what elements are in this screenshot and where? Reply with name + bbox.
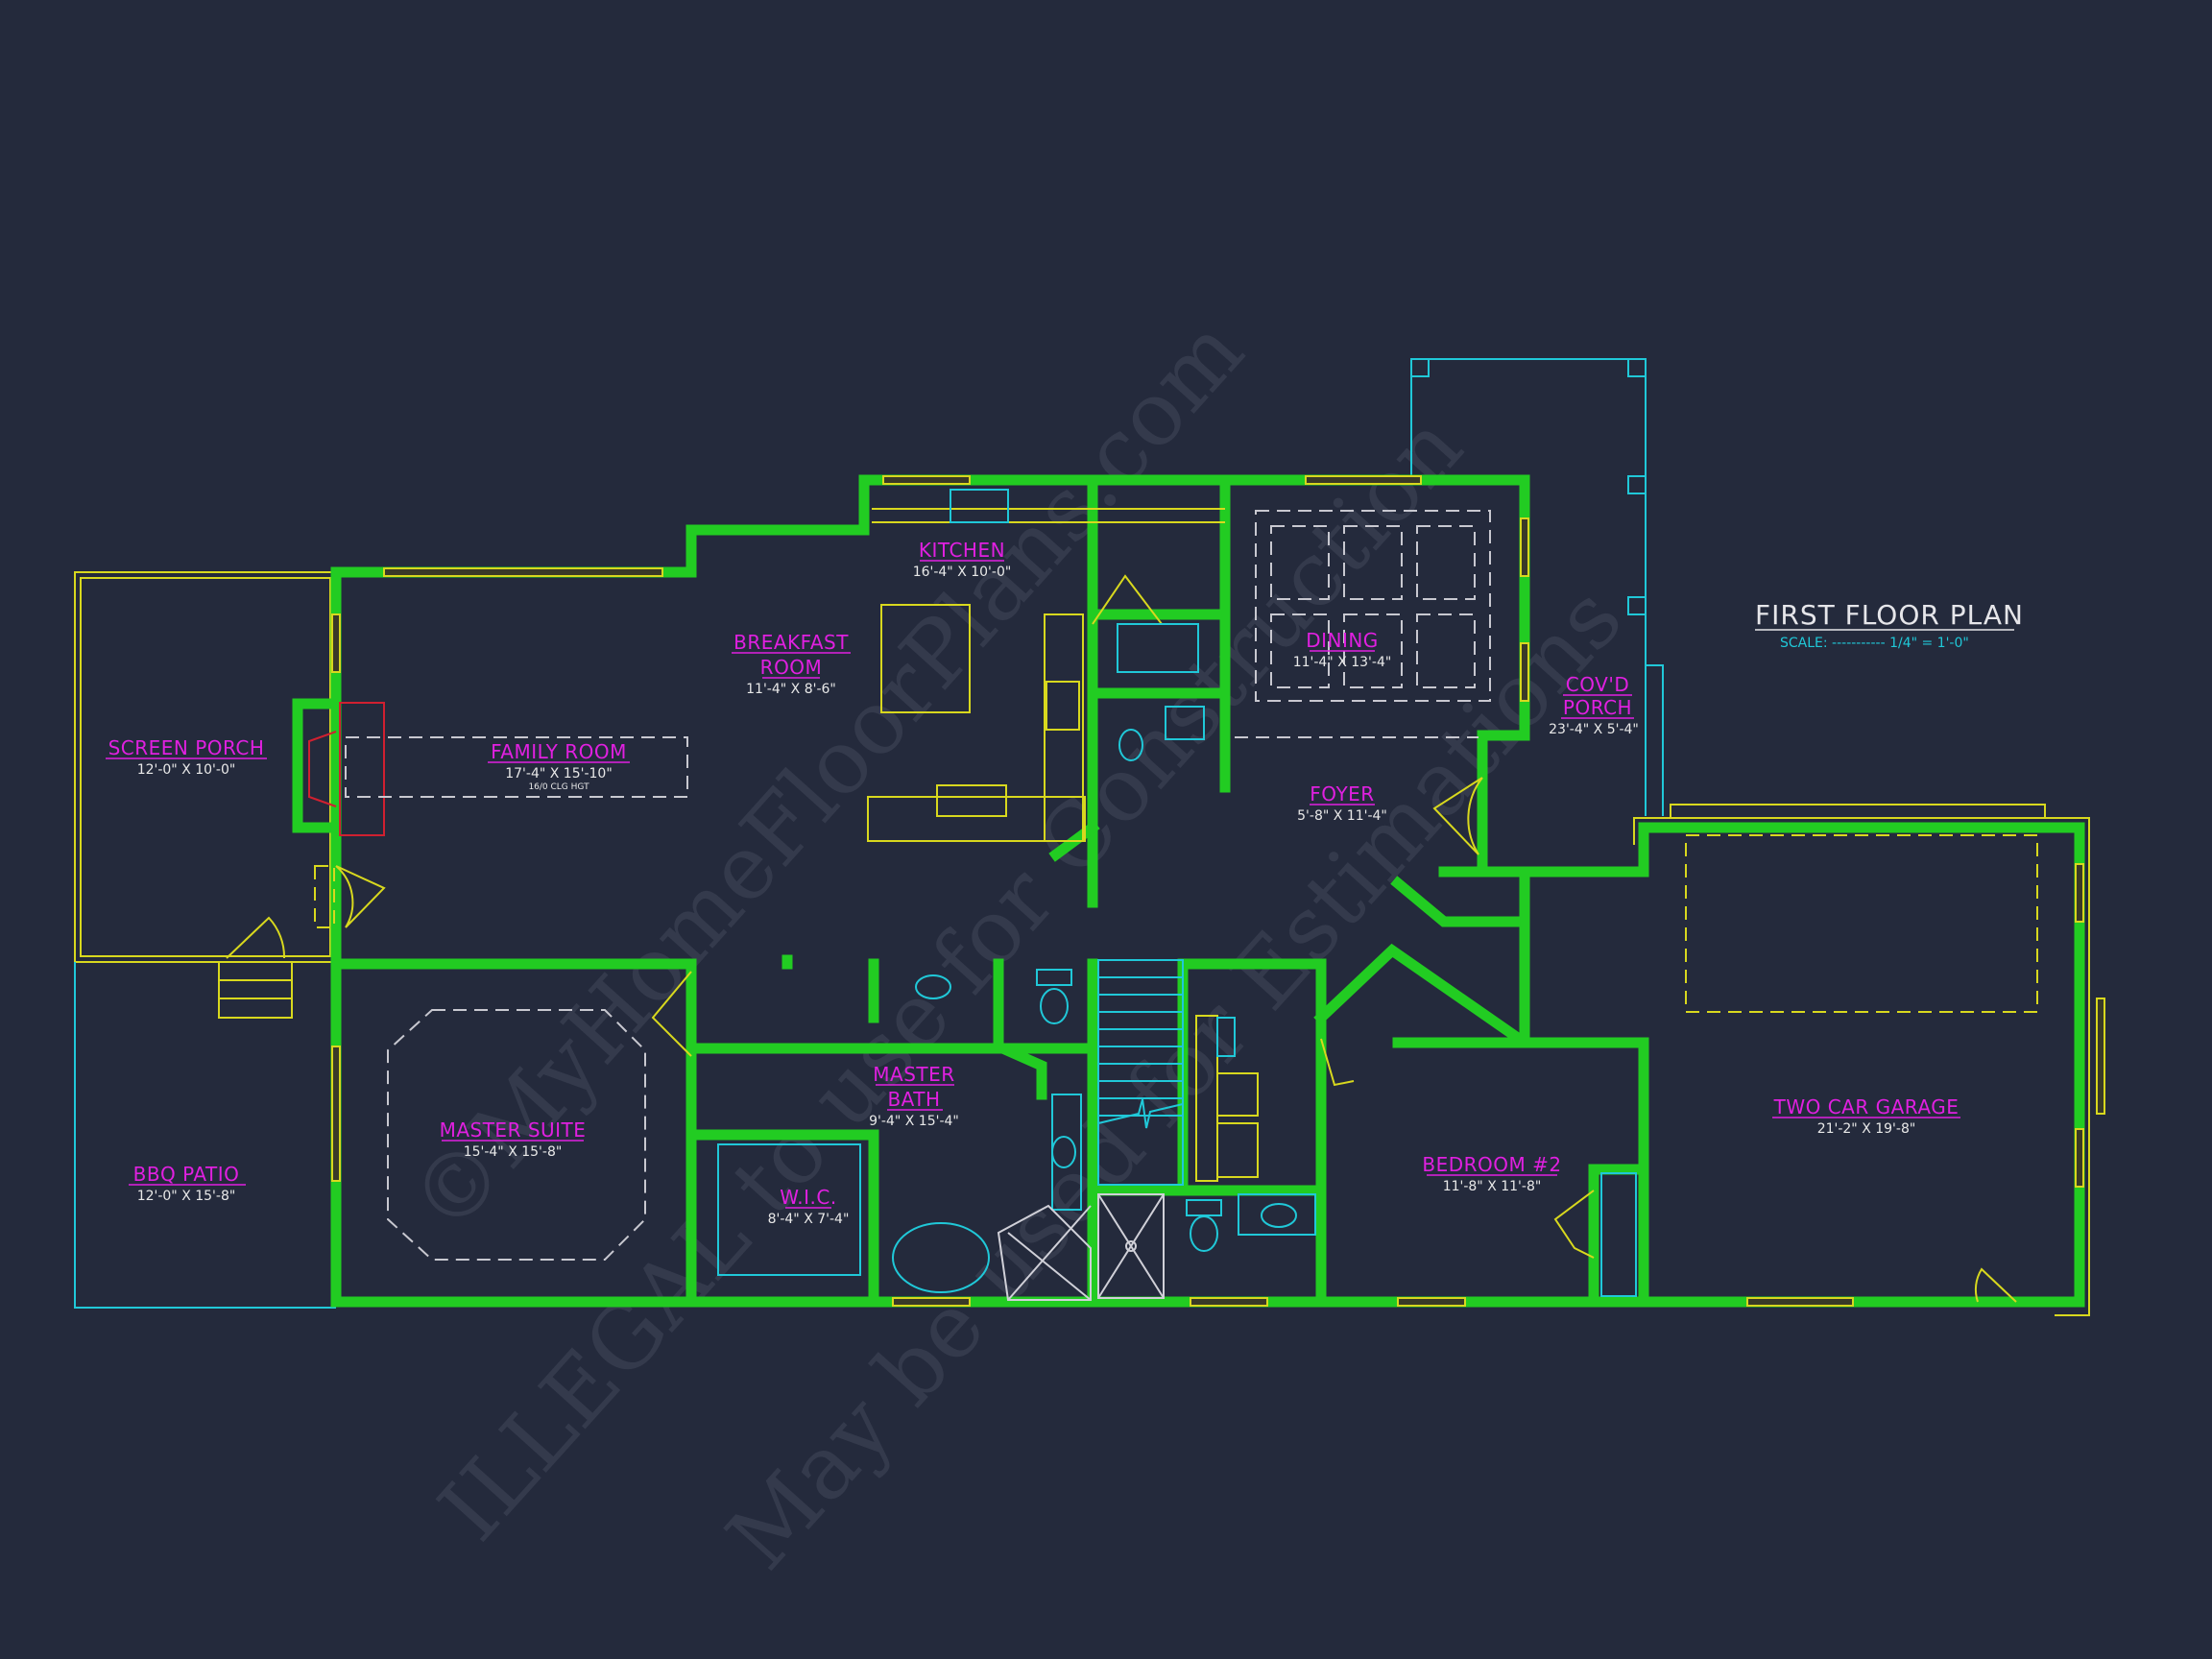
svg-text:ROOM: ROOM (760, 656, 823, 679)
svg-text:TWO CAR GARAGE: TWO CAR GARAGE (1773, 1095, 1960, 1118)
hall-bath-fixtures (1186, 1193, 1316, 1252)
room-label-screen-porch: SCREEN PORCH 12'-0" X 10'-0" (106, 736, 267, 778)
room-label-foyer: FOYER 5'-8" X 11'-4" (1297, 782, 1387, 824)
garage-fixtures (1633, 804, 2090, 1316)
kitchen-fixtures (867, 489, 1225, 842)
svg-text:16'-4" X 10'-0": 16'-4" X 10'-0" (913, 565, 1012, 580)
svg-text:MASTER: MASTER (873, 1063, 954, 1086)
svg-text:23'-4" X 5'-4": 23'-4" X 5'-4" (1549, 722, 1639, 737)
svg-text:12'-0" X 15'-8": 12'-0" X 15'-8" (137, 1189, 236, 1204)
master-tray-ceiling (387, 1009, 646, 1261)
room-label-garage: TWO CAR GARAGE 21'-2" X 19'-8" (1772, 1095, 1960, 1137)
svg-text:17'-4" X 15'-10": 17'-4" X 15'-10" (505, 766, 613, 781)
svg-text:21'-2" X 19'-8": 21'-2" X 19'-8" (1817, 1121, 1916, 1137)
plan-scale: SCALE: ----------- 1/4" = 1'-0" (1780, 636, 1969, 651)
screen-porch-outline (74, 571, 337, 1019)
windows (331, 475, 2105, 1307)
room-label-kitchen: KITCHEN 16'-4" X 10'-0" (913, 539, 1012, 580)
svg-text:BREAKFAST: BREAKFAST (733, 631, 849, 654)
svg-text:BATH: BATH (887, 1088, 940, 1111)
svg-text:9'-4" X 15'-4": 9'-4" X 15'-4" (869, 1114, 959, 1129)
watermark: ©MyHomeFloorPlans.com ILLEGAL to use for… (391, 300, 1642, 1589)
covered-porch-outline (1410, 358, 1664, 816)
room-label-breakfast-room: BREAKFAST ROOM 11'-4" X 8'-6" (732, 631, 851, 697)
title-block: FIRST FLOOR PLAN SCALE: ----------- 1/4"… (1755, 599, 2024, 651)
svg-text:16/0 CLG HGT: 16/0 CLG HGT (528, 782, 589, 792)
laundry-fixtures (1195, 1015, 1259, 1182)
svg-text:DINING: DINING (1306, 629, 1379, 652)
svg-text:SCREEN PORCH: SCREEN PORCH (108, 736, 265, 759)
svg-text:8'-4" X 7'-4": 8'-4" X 7'-4" (768, 1212, 850, 1227)
svg-text:BEDROOM #2: BEDROOM #2 (1422, 1153, 1561, 1176)
room-label-covd-porch: COV'D PORCH 23'-4" X 5'-4" (1549, 673, 1639, 737)
svg-text:COV'D: COV'D (1566, 673, 1629, 696)
room-label-master-bath: MASTER BATH 9'-4" X 15'-4" (869, 1063, 959, 1129)
room-label-master-suite: MASTER SUITE 15'-4" X 15'-8" (440, 1118, 587, 1160)
room-label-bbq-patio: BBQ PATIO 12'-0" X 15'-8" (129, 1163, 246, 1204)
bedroom-closet (1600, 1172, 1637, 1297)
room-label-family-room: FAMILY ROOM 17'-4" X 15'-10" 16/0 CLG HG… (488, 740, 630, 792)
svg-text:5'-8" X 11'-4": 5'-8" X 11'-4" (1297, 808, 1387, 824)
master-bath-fixtures (717, 969, 1082, 1293)
svg-text:11'-4" X 13'-4": 11'-4" X 13'-4" (1293, 655, 1392, 670)
showers (997, 1193, 1165, 1301)
bbq-patio-outline (74, 962, 336, 1309)
svg-text:11'-4" X 8'-6": 11'-4" X 8'-6" (746, 682, 836, 697)
svg-text:MASTER SUITE: MASTER SUITE (440, 1118, 587, 1142)
svg-text:12'-0" X 10'-0": 12'-0" X 10'-0" (137, 762, 236, 778)
svg-text:FOYER: FOYER (1310, 782, 1374, 805)
doors (314, 574, 2017, 1303)
svg-text:KITCHEN: KITCHEN (919, 539, 1005, 562)
staircase (1097, 959, 1184, 1186)
svg-text:FAMILY ROOM: FAMILY ROOM (491, 740, 627, 763)
room-label-wic: W.I.C. 8'-4" X 7'-4" (768, 1186, 850, 1227)
svg-text:15'-4" X 15'-8": 15'-4" X 15'-8" (464, 1144, 563, 1160)
svg-text:11'-8" X 11'-8": 11'-8" X 11'-8" (1443, 1179, 1542, 1194)
svg-text:W.I.C.: W.I.C. (780, 1186, 836, 1209)
walls (292, 474, 2085, 1308)
fireplace (308, 702, 688, 836)
room-label-dining: DINING 11'-4" X 13'-4" (1293, 629, 1392, 670)
svg-text:BBQ PATIO: BBQ PATIO (133, 1163, 240, 1186)
plan-title: FIRST FLOOR PLAN (1755, 599, 2024, 631)
room-label-bedroom-2: BEDROOM #2 11'-8" X 11'-8" (1422, 1153, 1561, 1194)
svg-text:PORCH: PORCH (1563, 696, 1632, 719)
